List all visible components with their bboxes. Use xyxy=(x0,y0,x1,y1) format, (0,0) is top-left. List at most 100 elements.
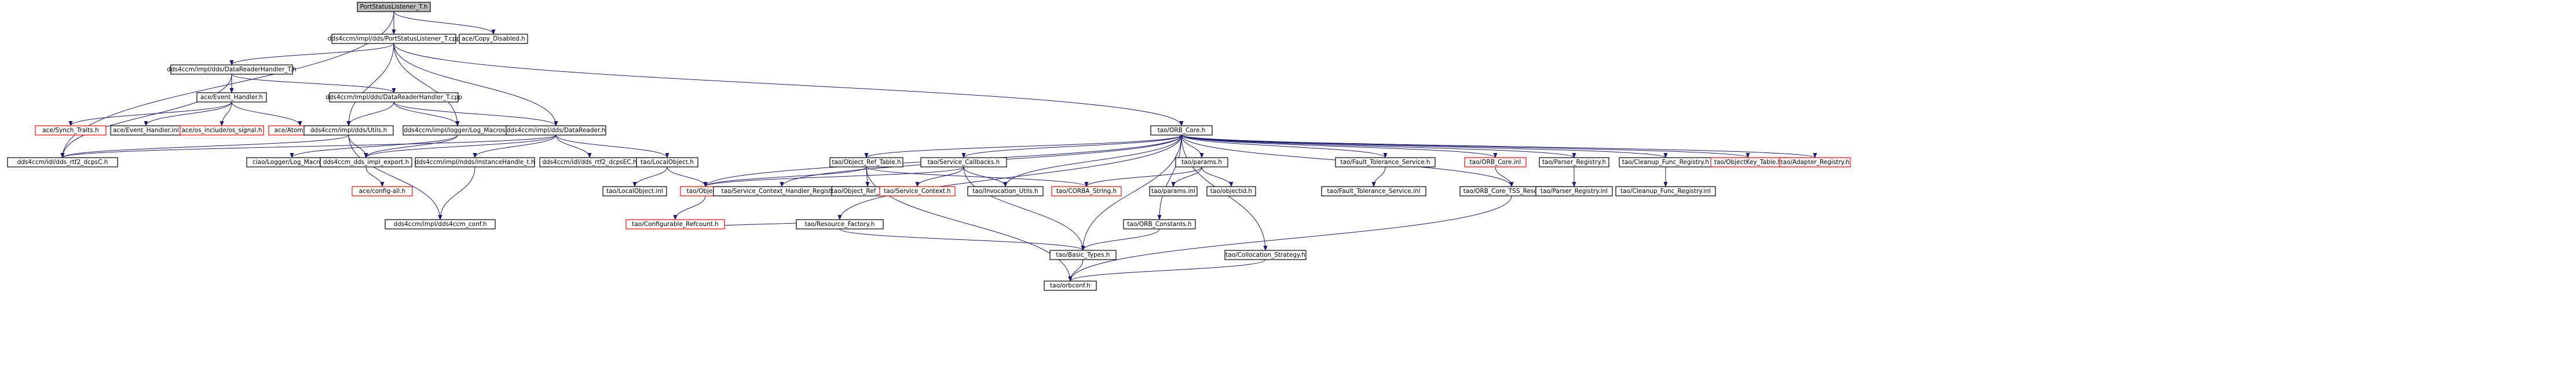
node-label: ace/Copy_Disabled.h xyxy=(462,35,525,42)
node-box xyxy=(1539,157,1609,167)
graph-node-tao-invocation-utils-h[interactable]: tao/Invocation_Utils.h xyxy=(967,186,1044,196)
node-label: tao/Fault_Tolerance_Service.h xyxy=(1340,159,1430,166)
node-label: dds4ccm/impl/dds/DataReaderHandler_T.h xyxy=(167,66,296,73)
node-label: tao/ORB_Core.inl xyxy=(1470,159,1521,166)
node-box xyxy=(1051,186,1122,196)
node-label: dds4ccm/impl/dds/DataReaderHandler_T.cpp xyxy=(325,94,462,101)
node-label: tao/Adapter_Registry.h xyxy=(1781,159,1850,166)
graph-node-dds4ccm-impl-dds4ccm-conf-h[interactable]: dds4ccm/impl/dds4ccm_conf.h xyxy=(385,219,496,229)
graph-node-portstatuslistener-t-h: PortStatusListener_T.h xyxy=(357,2,431,12)
edge-orbcore-to-objref xyxy=(864,134,1182,158)
graph-node-ace-copy-disabled-h[interactable]: ace/Copy_Disabled.h xyxy=(459,34,528,44)
graph-node-dds4ccm-impl-dds-datareaderhandler-t-h[interactable]: dds4ccm/impl/dds/DataReaderHandler_T.h xyxy=(167,64,297,75)
graph-node-dds4ccm-dds-impl-export-h[interactable]: dds4ccm_dds_impl_export.h xyxy=(320,157,412,167)
edge-svccb-to-svccontext xyxy=(915,166,964,187)
graph-node-tao-resource-factory-h[interactable]: tao/Resource_Factory.h xyxy=(796,219,884,229)
node-label: tao/objectid.h xyxy=(1210,188,1252,195)
graph-node-ace-config-all-h: ace/config-all.h xyxy=(352,186,413,196)
node-label: ace/os_include/os_signal.h xyxy=(181,127,262,134)
node-label: ace/config-all.h xyxy=(359,188,405,195)
node-box xyxy=(459,34,528,44)
node-box xyxy=(879,186,956,196)
graph-node-dds4ccm-impl-dds-datareader-h[interactable]: dds4ccm/impl/dds/DataReader.h xyxy=(506,125,606,136)
node-box xyxy=(796,219,884,229)
edge-instance-to-conf xyxy=(438,166,475,220)
edge-drht_cpp-to-logmac xyxy=(393,101,460,126)
graph-node-tao-localobject-h[interactable]: tao/LocalObject.h xyxy=(636,157,698,167)
node-label: tao/CORBA_String.h xyxy=(1056,188,1117,195)
graph-node-tao-parser-registry-h[interactable]: tao/Parser_Registry.h xyxy=(1539,157,1609,167)
graph-node-tao-params-h[interactable]: tao/params.h xyxy=(1175,157,1228,167)
node-label: tao/Resource_Factory.h xyxy=(805,221,875,228)
graph-node-tao-objectkey-table-h: tao/ObjectKey_Table.h xyxy=(1710,157,1785,167)
graph-node-tao-cleanup-func-registry-h[interactable]: tao/Cleanup_Func_Registry.h xyxy=(1619,157,1713,167)
edge-orbcore-to-cleanup xyxy=(1181,134,1668,158)
graph-node-tao-service-callbacks-h[interactable]: tao/Service_Callbacks.h xyxy=(920,157,1007,167)
node-box xyxy=(1149,186,1198,196)
node-box xyxy=(1123,219,1196,229)
graph-node-tao-object-ref-table-h[interactable]: tao/Object_Ref_Table.h xyxy=(829,157,903,167)
node-label: dds4ccm_dds_impl_export.h xyxy=(323,159,409,166)
graph-node-tao-orb-core-h[interactable]: tao/ORB_Core.h xyxy=(1150,125,1213,136)
node-layer: PortStatusListener_T.h dds4ccm/impl/dds/P… xyxy=(7,2,1851,291)
graph-node-ciao-logger-log-macros-h[interactable]: ciao/Logger/Log_Macros.h xyxy=(246,157,338,167)
edge-svccb-to-object xyxy=(703,166,964,187)
node-box xyxy=(385,219,496,229)
edge-datareader-to-localobj xyxy=(555,134,669,158)
edge-evh-to-evhinl xyxy=(144,101,232,126)
node-box xyxy=(636,157,698,167)
node-label: tao/Service_Context.h xyxy=(884,188,951,195)
graph-node-dds4ccm-idl-dds-rtf2-dcpsec-h[interactable]: dds4ccm/idl/dds_rtf2_dcpsEC.h xyxy=(539,157,640,167)
graph-node-tao-basic-types-h[interactable]: tao/Basic_Types.h xyxy=(1049,250,1117,260)
node-box xyxy=(1150,125,1213,136)
graph-node-dds4ccm-impl-ndds-instancehandle-t-h[interactable]: dds4ccm/impl/ndds/InstanceHandle_t.h xyxy=(415,157,535,167)
edge-params-to-corbastr xyxy=(1084,166,1202,187)
node-box xyxy=(170,64,293,75)
graph-node-dds4ccm-impl-logger-log-macros-h[interactable]: dds4ccm/impl/logger/Log_Macros.h xyxy=(402,125,513,136)
graph-node-tao-fault-tolerance-service-inl[interactable]: tao/Fault_Tolerance_Service.inl xyxy=(1321,186,1426,196)
node-label: tao/Basic_Types.h xyxy=(1056,252,1110,258)
graph-node-tao-parser-registry-inl[interactable]: tao/Parser_Registry.inl xyxy=(1535,186,1613,196)
node-box xyxy=(1615,186,1716,196)
graph-node-tao-orb-constants-h[interactable]: tao/ORB_Constants.h xyxy=(1123,219,1196,229)
node-box xyxy=(967,186,1044,196)
graph-node-dds4ccm-impl-dds-datareaderhandler-t-cpp[interactable]: dds4ccm/impl/dds/DataReaderHandler_T.cpp xyxy=(325,92,462,103)
graph-node-ace-event-handler-h[interactable]: ace/Event_Handler.h xyxy=(196,92,267,103)
graph-node-dds4ccm-impl-dds-portstatuslistener-t-cpp[interactable]: dds4ccm/impl/dds/PortStatusListener_T.cp… xyxy=(328,34,460,44)
node-box xyxy=(1535,186,1613,196)
graph-node-tao-orbconf-h[interactable]: tao/orbconf.h xyxy=(1044,280,1097,291)
node-label: ace/Synch_Traits.h xyxy=(42,127,99,134)
edge-logmac-to-implexp xyxy=(364,134,458,158)
edge-orbcore-to-resfac xyxy=(837,134,1182,220)
edge-pslcpp-to-datareader xyxy=(393,43,558,126)
graph-node-tao-fault-tolerance-service-h[interactable]: tao/Fault_Tolerance_Service.h xyxy=(1335,157,1436,167)
graph-node-tao-params-inl[interactable]: tao/params.inl xyxy=(1149,186,1198,196)
edge-orbcore-to-params xyxy=(1181,134,1204,158)
node-box xyxy=(506,125,606,136)
node-label: tao/Cleanup_Func_Registry.h xyxy=(1622,159,1709,166)
node-label: ace/Event_Handler.inl xyxy=(113,127,179,134)
edge-resfac-to-basictypes xyxy=(839,228,1085,251)
edge-orbcore-to-svccb xyxy=(961,134,1182,158)
edge-datareader-to-instance xyxy=(473,134,557,158)
graph-node-tao-cleanup-func-registry-inl[interactable]: tao/Cleanup_Func_Registry.inl xyxy=(1615,186,1716,196)
edge-orbcore-to-basictypes xyxy=(1081,134,1182,251)
edge-orbcore-to-adapter xyxy=(1181,134,1817,158)
graph-node-tao-objectid-h[interactable]: tao/objectid.h xyxy=(1206,186,1256,196)
graph-node-tao-localobject-inl[interactable]: tao/LocalObject.inl xyxy=(602,186,667,196)
edge-drht_cpp-to-datareader xyxy=(393,101,558,126)
graph-node-dds4ccm-idl-dds-rtf2-dcpsc-h[interactable]: dds4ccm/idl/dds_rtf2_dcpsC.h xyxy=(7,157,118,167)
node-box xyxy=(196,92,267,103)
graph-node-tao-collocation-strategy-h[interactable]: tao/Collocation_Strategy.h xyxy=(1224,250,1307,260)
graph-node-tao-service-context-handler-registry-h[interactable]: tao/Service_Context_Handler_Registry.h xyxy=(713,186,851,196)
node-box xyxy=(829,157,903,167)
node-box xyxy=(625,219,725,229)
graph-node-dds4ccm-impl-dds-utils-h[interactable]: dds4ccm/impl/dds/Utils.h xyxy=(303,125,394,136)
edge-tssres-to-orbconf xyxy=(1068,195,1512,282)
node-label: tao/ORB_Constants.h xyxy=(1127,221,1191,228)
node-label: tao/Object_Ref_Table.h xyxy=(832,159,901,166)
node-box xyxy=(1049,250,1117,260)
graph-node-ace-event-handler-inl[interactable]: ace/Event_Handler.inl xyxy=(110,125,182,136)
node-box xyxy=(35,125,107,136)
edge-svccb-to-basictypes xyxy=(963,166,1085,251)
